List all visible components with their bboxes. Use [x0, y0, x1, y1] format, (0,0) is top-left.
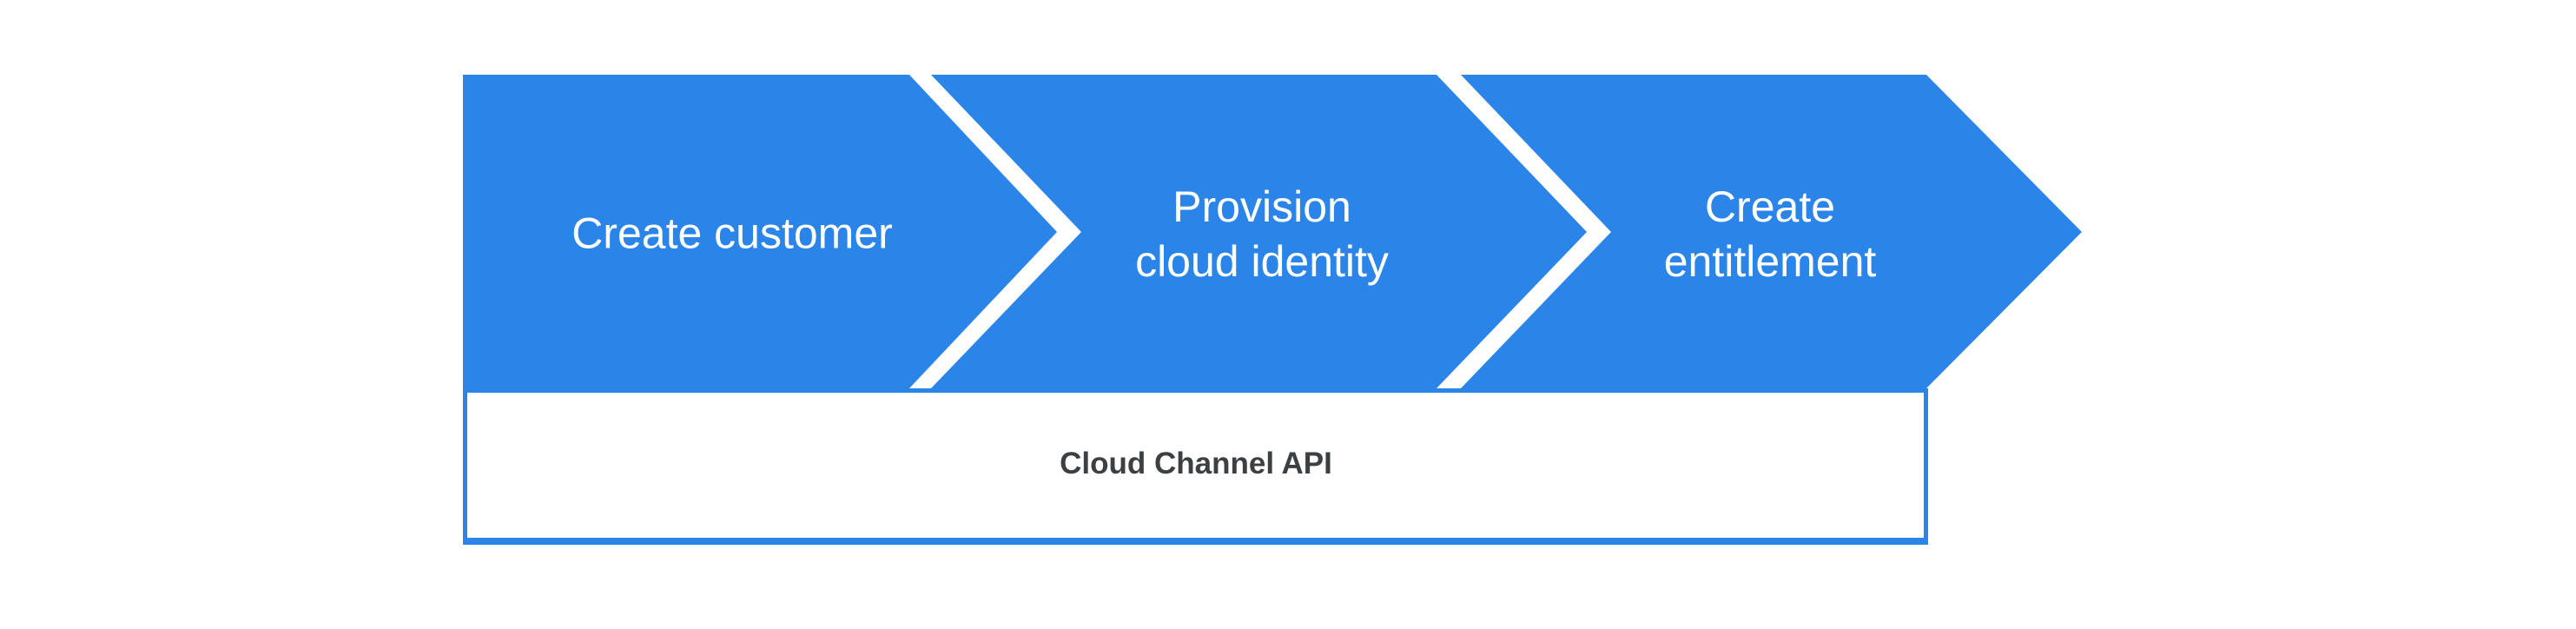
step-label-line: cloud identity — [1135, 237, 1389, 286]
step-label-line: Create — [1704, 182, 1836, 231]
step-label-line: entitlement — [1663, 237, 1877, 286]
chevron-create-customer — [463, 75, 1057, 388]
step-label-line: Provision — [1172, 182, 1351, 231]
chevron-create-entitlement — [1461, 75, 2082, 388]
step-label-line: Create customer — [571, 209, 893, 258]
api-box-bottom-edge — [463, 538, 1928, 545]
cloud-channel-api-box — [463, 388, 1928, 545]
cloud-channel-api-label: Cloud Channel API — [1060, 447, 1332, 480]
step-label-create-customer: Create customer — [571, 207, 893, 262]
chevron-provision-cloud-identity — [931, 75, 1587, 388]
step-label-provision-cloud-identity: Provision cloud identity — [1135, 180, 1389, 289]
step-label-create-entitlement: Create entitlement — [1664, 180, 1877, 289]
